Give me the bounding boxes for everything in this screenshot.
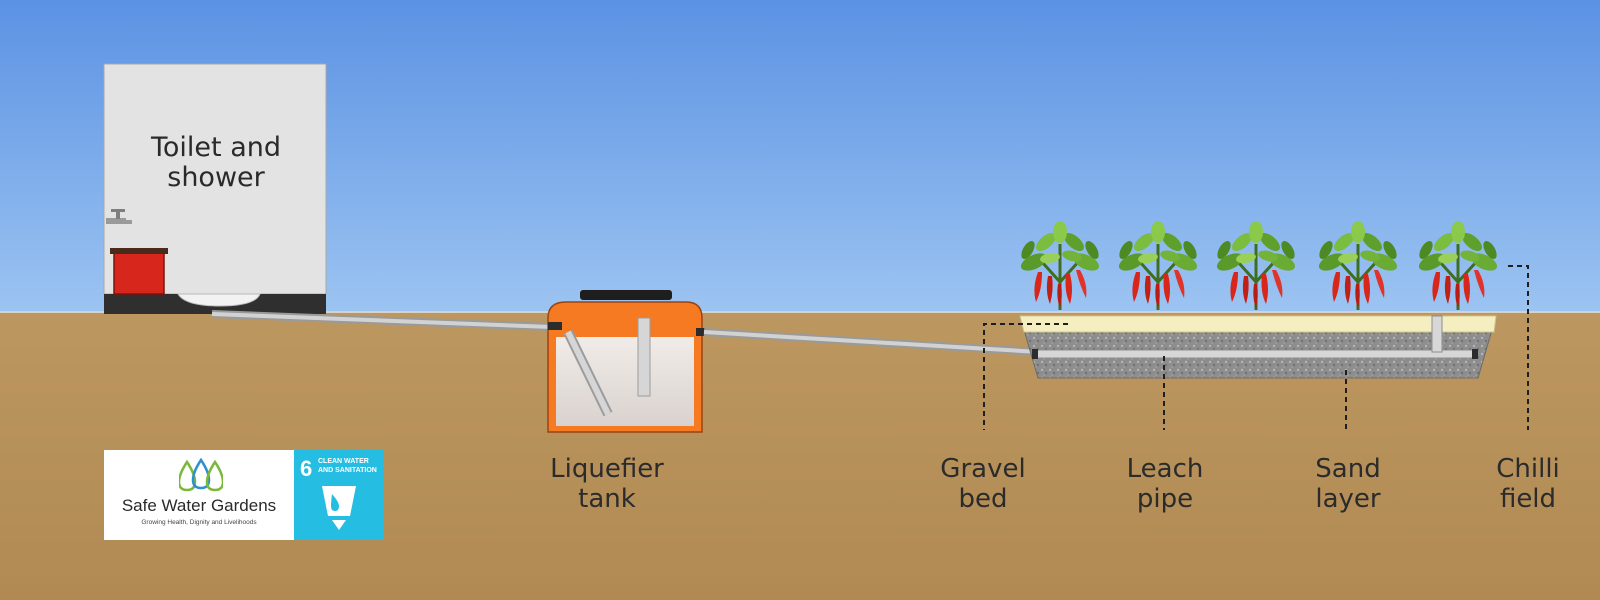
chilli-field-label: Chilli field	[1448, 454, 1600, 514]
sdg-6-badge: 6 CLEAN WATER AND SANITATION	[294, 450, 384, 540]
leach-pipe	[1033, 349, 1477, 359]
toilet-label-line1: Toilet and	[150, 132, 281, 163]
sand-label-line2: layer	[1315, 484, 1381, 514]
water-glass-icon	[322, 486, 356, 530]
liquefier-tank-label: Liquefier tank	[527, 454, 687, 514]
toilet-label-line2: shower	[167, 162, 265, 193]
sand-label-line1: Sand	[1315, 454, 1381, 484]
sand-layer-label: Sand layer	[1268, 454, 1428, 514]
gravel-bed-label: Gravel bed	[903, 454, 1063, 514]
gravel-leader	[983, 323, 1068, 430]
sdg-title-line2: AND SANITATION	[318, 467, 377, 474]
tank-label-line2: tank	[578, 484, 636, 514]
red-bucket	[113, 251, 165, 295]
liquefier-tank	[547, 290, 706, 433]
toilet-building	[103, 63, 327, 314]
leach-label-line1: Leach	[1126, 454, 1204, 484]
brand-tagline: Growing Health, Dignity and Livelihoods	[141, 519, 257, 526]
chilli-label-line2: field	[1499, 484, 1557, 514]
leader-lines	[983, 265, 1529, 430]
safe-water-garden-bed	[1019, 315, 1497, 379]
brand-name: Safe Water Gardens	[121, 496, 277, 515]
sdg-title-line1: CLEAN WATER	[318, 458, 369, 465]
gravel-label-line1: Gravel	[940, 454, 1026, 484]
water-drops-icon	[179, 458, 223, 492]
sdg-title: CLEAN WATER AND SANITATION	[318, 457, 380, 475]
sdg-number: 6	[300, 456, 313, 481]
leach-pipe-label: Leach pipe	[1085, 454, 1245, 514]
chilli-leader	[1508, 265, 1529, 430]
safe-water-gardens-logo: Safe Water Gardens Growing Health, Digni…	[104, 450, 294, 540]
toilet-and-shower-label: Toilet and shower	[108, 133, 324, 193]
tap-icon	[106, 209, 132, 224]
toilet-pan	[177, 293, 261, 307]
leach-label-line2: pipe	[1136, 484, 1194, 514]
tank-label-line1: Liquefier	[550, 454, 664, 484]
chilli-label-line1: Chilli	[1496, 454, 1560, 484]
gravel-label-line2: bed	[958, 484, 1008, 514]
